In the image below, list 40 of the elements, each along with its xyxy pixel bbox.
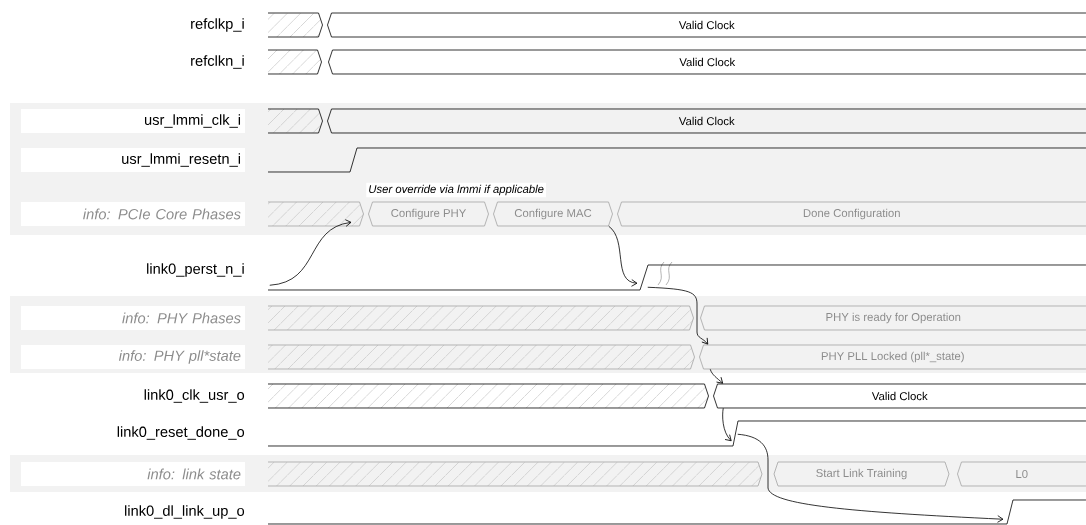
undefined-segment (267, 344, 695, 370)
bus-segment: L0 (957, 461, 1086, 487)
bus-segment: Valid Clock (328, 49, 1086, 75)
arrow (722, 407, 732, 442)
bus-segment: Configure PHY (368, 201, 489, 227)
signal-name-box: info: PHY Phases (21, 306, 245, 330)
signal-name: link0_clk_usr_o (144, 389, 245, 403)
arrow (269, 219, 352, 286)
undefined-segment (267, 461, 763, 487)
undefined-segment (267, 305, 694, 331)
signal-name-box: info: link state (21, 462, 245, 486)
arrow (608, 225, 638, 287)
undefined-segment (267, 108, 323, 134)
arrow (647, 286, 709, 345)
signal-name: link0_perst_n_i (147, 263, 244, 277)
waveform (267, 420, 1086, 447)
bus-segment: Done Configuration (617, 201, 1086, 227)
bus-segment: PHY PLL Locked (pll*_state) (699, 344, 1086, 370)
bus-segment: PHY is ready for Operation (700, 305, 1086, 331)
signal-name-box: usr_lmmi_resetn_i (21, 148, 245, 172)
bus-segment: Start Link Training (773, 461, 950, 487)
arrow (709, 368, 724, 384)
bus-segment: Valid Clock (327, 12, 1086, 38)
undefined-segment (267, 49, 322, 75)
signal-name: refclkp_i (191, 18, 244, 32)
undefined-segment (267, 383, 709, 409)
undefined-segment (267, 201, 364, 227)
arrow (737, 433, 1004, 523)
bus-segment: Valid Clock (327, 108, 1086, 134)
signal-name: link0_dl_link_up_o (125, 505, 245, 519)
bus-segment: Configure MAC (493, 201, 613, 227)
signal-name: refclkn_i (191, 55, 244, 69)
signal-name-box: usr_lmmi_clk_i (21, 109, 245, 133)
undefined-segment (267, 12, 323, 38)
waveform (267, 264, 1086, 291)
signal-name: link0_reset_done_o (117, 426, 245, 440)
bus-segment: Valid Clock (713, 383, 1086, 409)
signal-name-box: info: PCIe Core Phases (21, 202, 245, 226)
signal-name-box: info: PHY pll*state (21, 345, 245, 369)
waveform (267, 499, 1086, 525)
